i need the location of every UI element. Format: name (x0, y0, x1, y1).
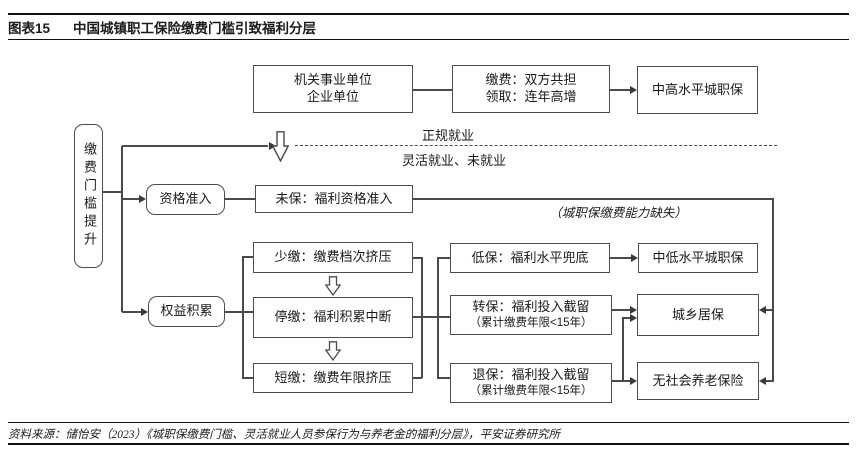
branch-vertical-line (121, 146, 123, 312)
right-bracket-stub-in-mid (413, 316, 422, 318)
right-bracket-stub-out-bottom (437, 377, 450, 379)
node-employer: 机关事业单位企业单位 (253, 65, 413, 113)
node-suspend: 停缴：福利积累中断 (253, 297, 413, 338)
arrowhead-quit-to-rural (630, 314, 637, 322)
node-transfer-line1: 转保：福利投入截留 (472, 299, 590, 315)
connector-branch-divider (122, 145, 268, 147)
connector-transfer-rural (612, 309, 630, 311)
figure-title: 中国城镇职工保险缴费门槛引致福利分层 (73, 21, 316, 36)
node-quit-line2: （累计缴费年限<15年） (469, 384, 593, 397)
node-transfer-line2: （累计缴费年限<15年） (469, 316, 593, 329)
connector-employer-contribution (413, 89, 452, 91)
node-transfer: 转保：福利投入截留（累计缴费年限<15年） (450, 295, 612, 335)
node-contribution-line1: 缴费：双方共担 (485, 72, 577, 88)
node-quit-line1: 退保：福利投入截留 (472, 367, 590, 383)
header-bottom-rule (8, 39, 849, 41)
connector-access-uninsured (225, 198, 255, 200)
figure-number: 图表15 (8, 21, 51, 36)
left-bracket-stub-mid (242, 311, 253, 313)
node-contribution-line2: 领取：连年高增 (485, 89, 577, 104)
node-shortpay: 短缴：缴费年限挤压 (253, 363, 413, 393)
connector-branch-access (122, 198, 139, 200)
connector-rail-rural (766, 309, 773, 311)
right-bracket-stub-in-bottom (413, 377, 422, 379)
right-bracket-bridge (421, 316, 438, 318)
left-bracket-vertical (242, 257, 244, 378)
right-bracket-vertical-2 (437, 257, 439, 378)
left-bracket-stub-top (242, 256, 253, 258)
node-no-insurance: 无社会养老保险 (637, 362, 759, 400)
node-high-level: 中高水平城职保 (637, 66, 758, 114)
source-note: 资料来源：储怡安（2023）《城职保缴费门槛、灵活就业人员参保行为与养老金的福利… (8, 429, 560, 441)
connector-rail-noinsurance (766, 380, 773, 382)
right-rail-vertical-line (772, 198, 774, 382)
arrowhead-transfer-to-rural (630, 306, 637, 314)
node-rights: 权益积累 (148, 296, 225, 327)
arrowhead-rail-to-noinsurance (759, 377, 766, 385)
node-mid-low-level: 中低水平城职保 (638, 243, 758, 273)
arrowhead-to-rights (141, 308, 148, 316)
footer-top-rule (8, 422, 849, 424)
hollow-down-arrow-employment (272, 131, 289, 162)
connector-lowpay-midlow (610, 257, 631, 259)
right-bracket-stub-out-top (437, 257, 450, 259)
node-access: 资格准入 (146, 184, 225, 215)
left-bracket-stub-bottom (242, 377, 253, 379)
connector-quitbranch-rural (622, 317, 630, 319)
arrowhead-rail-to-rural (759, 306, 766, 314)
right-bracket-stub-out-mid (437, 316, 450, 318)
hollow-down-arrow-underpay-suspend (325, 276, 341, 296)
connector-branch-rights (122, 311, 141, 313)
label-formal-employment: 正规就业 (421, 128, 474, 143)
label-capability-note: （城职保缴费能力缺失） (549, 206, 687, 220)
arrowhead-quit-to-noinsurance (630, 377, 637, 385)
node-lowpay: 低保：福利水平兜底 (450, 243, 610, 273)
hollow-down-arrow-suspend-shortpay (325, 341, 341, 361)
node-contribution: 缴费：双方共担领取：连年高增 (452, 65, 610, 113)
node-threshold-rail: 缴费门槛提升 (74, 124, 103, 268)
connector-contribution-high (610, 89, 631, 91)
connector-rights-bracket (225, 311, 242, 313)
header-top-rule (8, 13, 849, 15)
arrowhead-to-access (139, 195, 146, 203)
node-employer-line1: 机关事业单位 (293, 72, 372, 88)
arrowhead-to-high-level (630, 86, 637, 94)
connector-quit-noinsurance (623, 380, 630, 382)
connector-quit-branch (612, 380, 623, 382)
node-uninsured: 未保：福利资格准入 (255, 185, 413, 213)
connector-rail-branch (103, 191, 122, 193)
arrowhead-to-midlow (631, 254, 638, 262)
label-flexible-employment: 灵活就业、未就业 (401, 153, 506, 168)
footer-bottom-rule (8, 443, 849, 445)
connector-uninsured-right-rail (413, 198, 773, 200)
node-employer-line2: 企业单位 (306, 89, 359, 104)
quit-branch-vertical (622, 317, 624, 382)
right-bracket-vertical-1 (421, 257, 423, 378)
node-underpay: 少缴：缴费档次挤压 (253, 242, 413, 273)
employment-dashed-line (295, 145, 777, 146)
right-bracket-stub-in-top (413, 257, 422, 259)
node-rural: 城乡居保 (637, 294, 759, 336)
node-quit: 退保：福利投入截留（累计缴费年限<15年） (450, 363, 612, 403)
